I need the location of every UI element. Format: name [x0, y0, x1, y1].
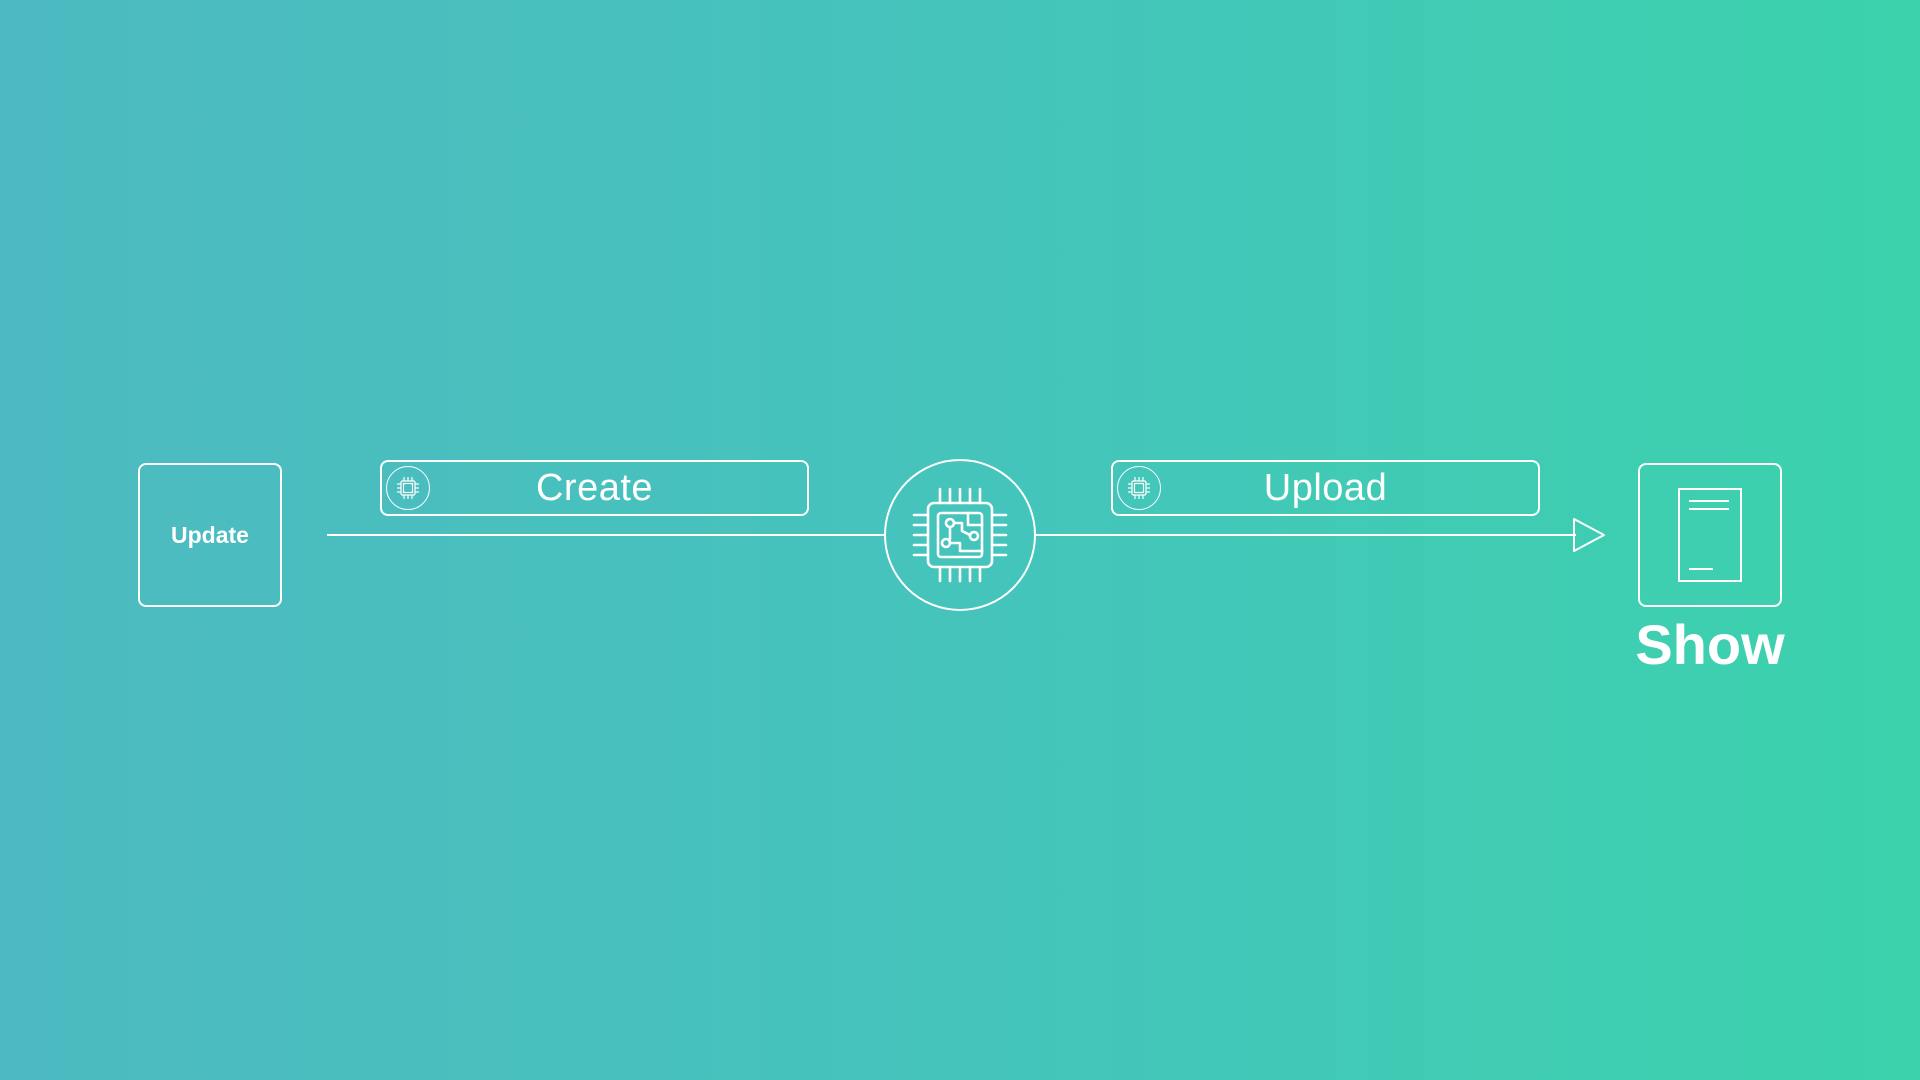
node-show: [1638, 463, 1782, 607]
connector-line-right: [1036, 534, 1576, 536]
edge-label-upload-text: Upload: [1263, 466, 1388, 509]
cpu-chip-icon: [1117, 466, 1161, 510]
edge-label-create-text: Create: [535, 466, 654, 509]
cpu-chip-icon: [386, 466, 430, 510]
cpu-chip-icon: [912, 487, 1008, 583]
edge-label-upload: Upload: [1111, 460, 1540, 516]
node-show-caption: Show: [1635, 613, 1785, 676]
edge-label-create: Create: [380, 460, 809, 516]
document-icon: [1678, 488, 1742, 582]
node-processor: [884, 459, 1036, 611]
arrowhead-icon: [1573, 518, 1605, 552]
connector-line-left: [327, 534, 884, 536]
node-update-label: Update: [171, 521, 249, 548]
node-update: Update: [138, 463, 282, 607]
